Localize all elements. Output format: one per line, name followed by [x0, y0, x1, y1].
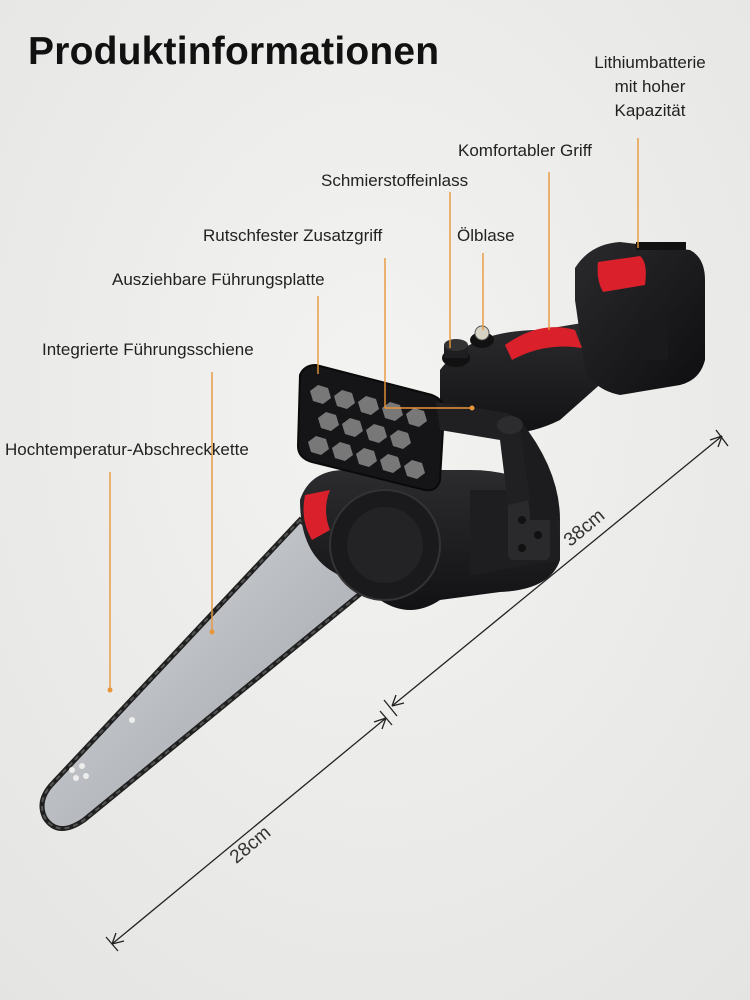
dimension-28cm-line [105, 710, 393, 952]
auxiliary-grip [436, 402, 530, 505]
callout-chain: Hochtemperatur-Abschreckkette [5, 440, 249, 459]
callout-guide-plate: Ausziehbare Führungsplatte [112, 270, 325, 289]
leader-lines [109, 138, 639, 690]
guide-bar [39, 516, 369, 831]
lubricant-cap [442, 339, 470, 367]
callout-oil-bubble: Ölblase [457, 226, 515, 245]
callout-battery-line-3: Kapazität [614, 101, 686, 120]
callout-handle: Komfortabler Griff [458, 141, 592, 160]
battery-pack [575, 242, 705, 395]
callout-anti-slip-grip: Rutschfester Zusatzgriff [203, 226, 383, 245]
callout-guide-rail: Integrierte Führungsschiene [42, 340, 254, 359]
callout-battery: Lithiumbatterie mit hoher Kapazität [580, 51, 720, 123]
page-title: Produktinformationen [28, 30, 440, 73]
callout-lubricant-inlet: Schmierstoffeinlass [321, 171, 469, 190]
callout-battery-line-1: Lithiumbatterie [594, 53, 706, 72]
front-guard [296, 363, 446, 492]
oil-bubble-cap [470, 325, 494, 348]
rear-handle [440, 320, 612, 520]
callout-battery-line-2: mit hoher [614, 77, 686, 96]
dimension-38cm-line [383, 429, 729, 717]
